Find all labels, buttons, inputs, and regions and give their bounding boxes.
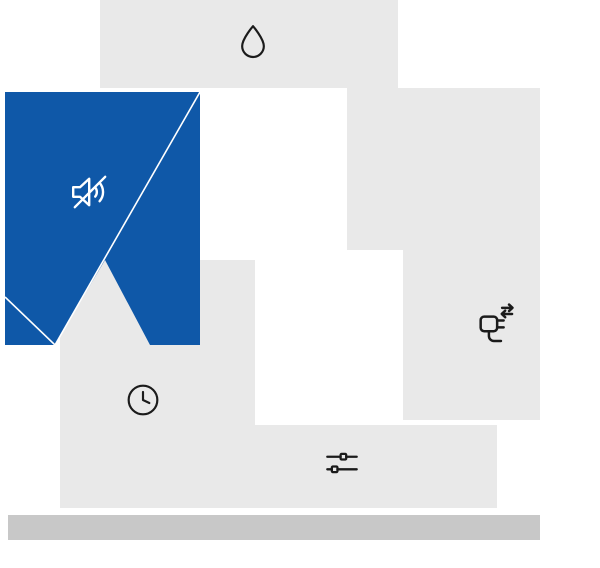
tile-water[interactable]: [100, 0, 398, 88]
plug-sync-icon: [473, 299, 519, 345]
water-drop-icon: [233, 22, 273, 62]
sliders-icon: [321, 442, 363, 484]
speaker-mute-icon: [66, 168, 114, 216]
clock-icon: [123, 380, 163, 420]
ribbon-muted-banner[interactable]: [4, 91, 201, 346]
ribbon-shape: [4, 91, 201, 346]
footer-bar: [8, 515, 540, 540]
tile-options[interactable]: [200, 425, 497, 508]
tile-power[interactable]: [403, 88, 540, 420]
